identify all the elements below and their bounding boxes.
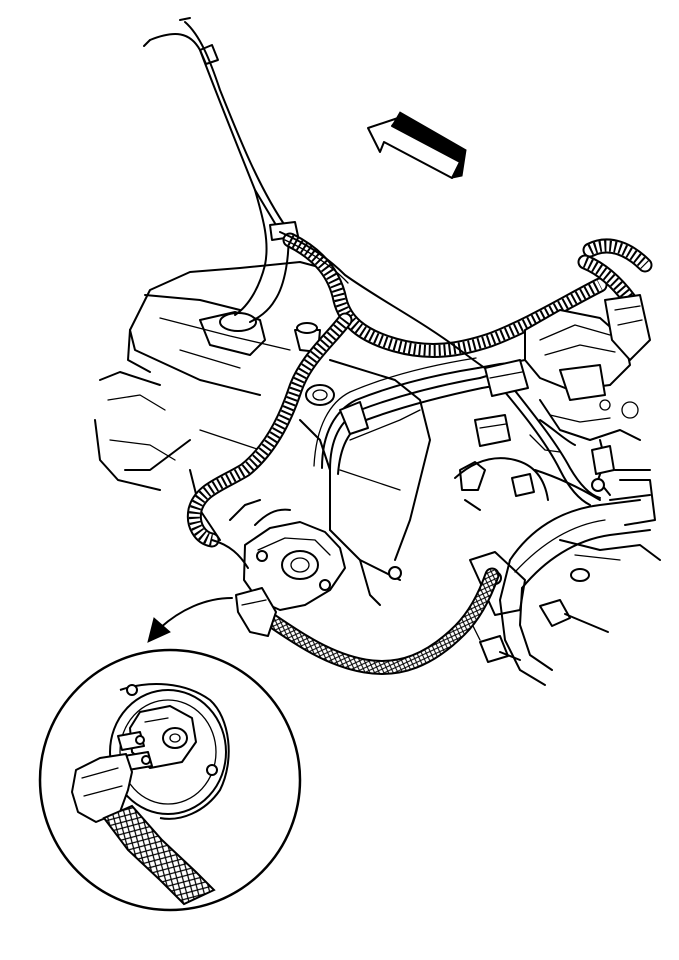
detail-inset bbox=[38, 648, 302, 912]
engine-block bbox=[94, 261, 431, 606]
wiring-connectors bbox=[454, 414, 601, 511]
front-of-vehicle-arrow-icon bbox=[367, 111, 467, 179]
braided-ground-strap bbox=[260, 567, 500, 675]
exhaust-pipe bbox=[469, 499, 651, 686]
sensor-assembly bbox=[211, 499, 346, 637]
main-wiring-harness bbox=[186, 232, 653, 548]
curved-callout-arrow-icon bbox=[147, 597, 233, 643]
vent-hoses bbox=[143, 17, 299, 323]
distributor-assembly bbox=[484, 294, 661, 582]
wire-bundle bbox=[279, 231, 601, 506]
